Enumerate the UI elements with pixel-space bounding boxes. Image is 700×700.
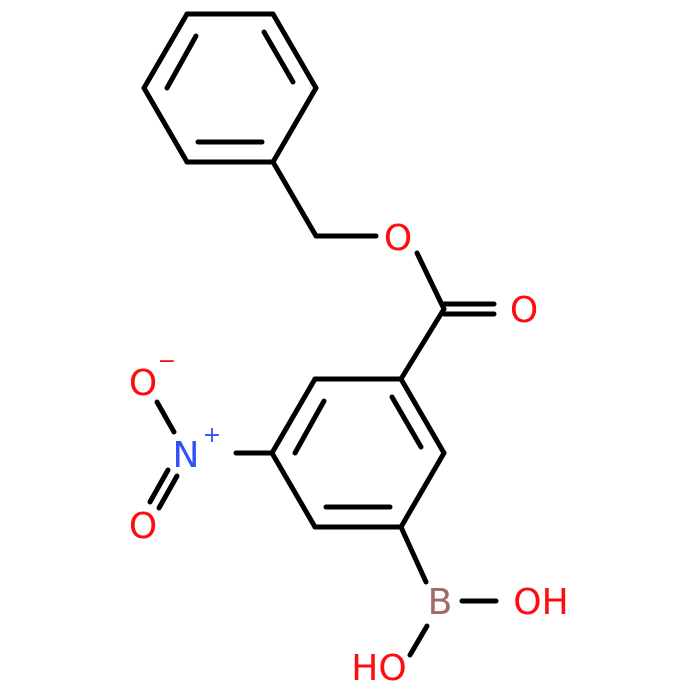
- atom-label-nitro-oxygen-anion: O: [129, 363, 157, 404]
- bond: [164, 33, 199, 91]
- phenyl-ring: [141, 11, 319, 165]
- bond: [270, 85, 319, 165]
- nitro-nitrogen-charge: +: [203, 423, 221, 448]
- bond: [398, 450, 447, 530]
- bond: [398, 376, 447, 456]
- bond: [141, 85, 190, 165]
- atom-label-boron: B: [428, 582, 453, 623]
- bond: [414, 250, 447, 312]
- bond: [269, 376, 318, 456]
- boronic-acid-bonds: [398, 524, 499, 658]
- bond: [147, 467, 171, 505]
- bond: [154, 399, 177, 435]
- bond: [398, 306, 447, 382]
- bond: [141, 11, 190, 91]
- bond: [389, 394, 424, 450]
- bond: [270, 159, 319, 239]
- atom-label-nitro-oxygen: O: [129, 506, 157, 547]
- ester-linkage: [270, 159, 497, 382]
- bond: [156, 473, 180, 511]
- bond: [292, 398, 327, 456]
- bond: [269, 450, 318, 530]
- atom-label-ester-oxygen: O: [384, 218, 412, 259]
- atom-label-carbonyl-oxygen: O: [510, 290, 538, 331]
- bond: [261, 29, 296, 85]
- nitro-oxygen-charge: −: [158, 349, 176, 374]
- bond: [407, 623, 430, 658]
- bond: [270, 11, 319, 91]
- atom-label-nitro-nitrogen: N: [173, 435, 200, 476]
- atom-label-boron-hydroxyl-bottom: HO: [351, 648, 406, 689]
- bond: [398, 524, 429, 585]
- central-benzene-ring: [269, 376, 447, 530]
- nitro-group-bonds: [147, 399, 275, 511]
- atom-label-boron-hydroxyl-right: OH: [513, 582, 568, 623]
